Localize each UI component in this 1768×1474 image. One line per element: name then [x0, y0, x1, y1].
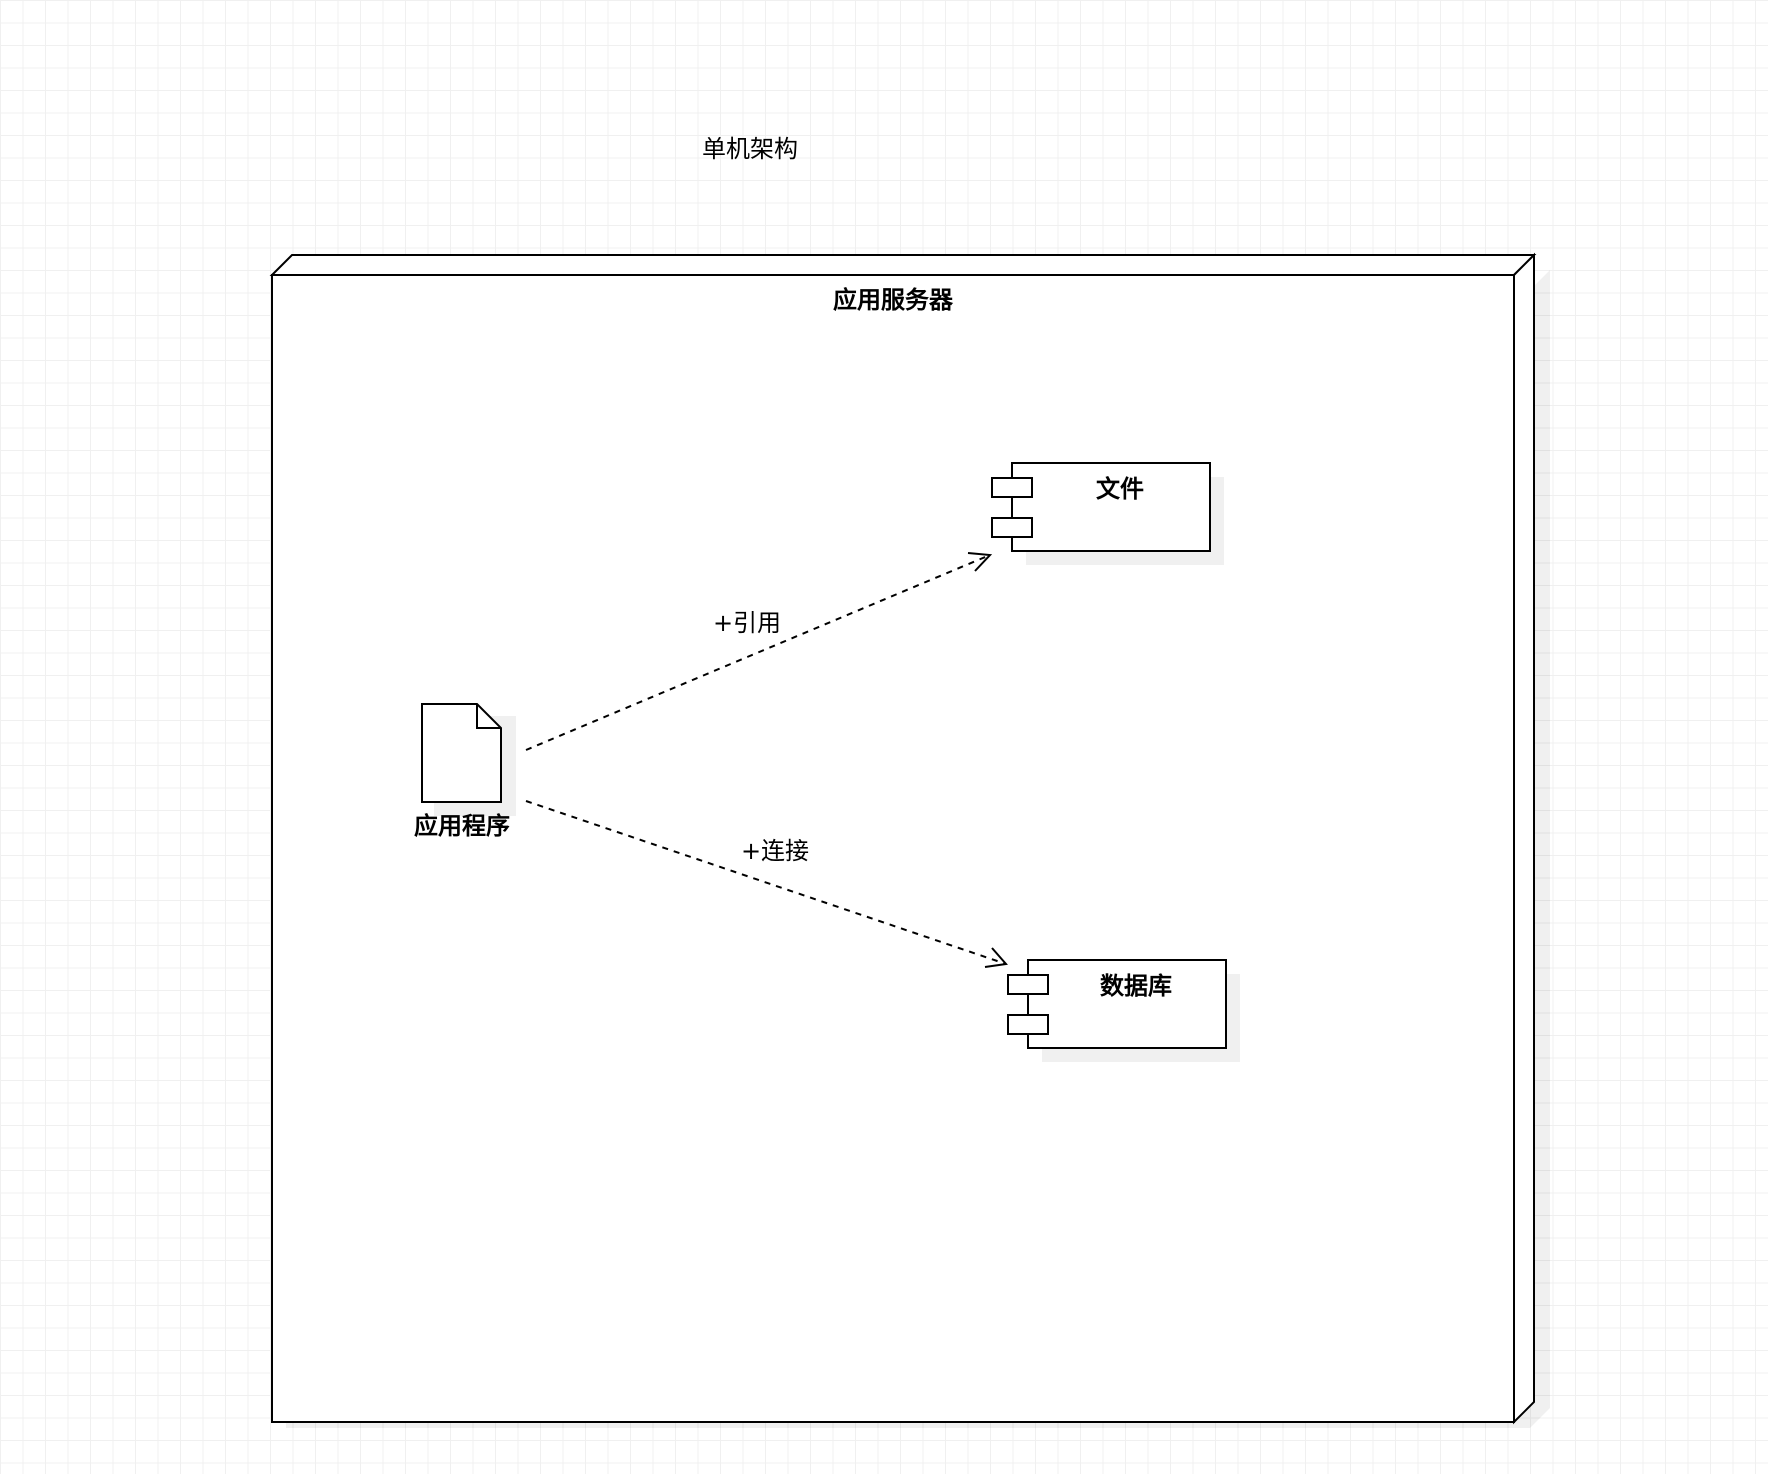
node-label: 应用服务器	[833, 286, 954, 314]
component-database-body	[1027, 959, 1227, 1049]
node-front-face	[271, 274, 1515, 1423]
node-top-face	[269, 254, 1537, 276]
component-port-icon	[1007, 974, 1049, 995]
component-port-icon	[991, 517, 1033, 538]
edge-connect[interactable]: +连接	[525, 800, 1008, 968]
arrow-head-icon	[984, 947, 1008, 968]
edge-reference-label: +引用	[713, 609, 781, 637]
document-fold-icon	[476, 704, 501, 729]
edge-reference[interactable]: +引用	[525, 552, 993, 751]
edge-connect-line	[525, 800, 1007, 965]
component-port-icon	[1007, 1014, 1049, 1035]
component-file-body	[1011, 462, 1211, 552]
component-file[interactable]: 文件	[991, 462, 1224, 565]
component-database-label: 数据库	[1100, 972, 1172, 1000]
node-app-server[interactable]: 应用服务器	[269, 252, 1550, 1428]
arrow-head-icon	[967, 552, 993, 572]
artifact-application[interactable]: 应用程序	[414, 703, 516, 840]
document-icon	[421, 703, 502, 803]
node-side-face	[1513, 252, 1535, 1425]
component-port-icon	[991, 477, 1033, 498]
component-database[interactable]: 数据库	[1007, 959, 1240, 1062]
edge-connect-label: +连接	[741, 837, 809, 865]
diagram-title: 单机架构	[702, 135, 798, 163]
component-file-label: 文件	[1096, 475, 1144, 503]
artifact-label: 应用程序	[414, 812, 510, 840]
